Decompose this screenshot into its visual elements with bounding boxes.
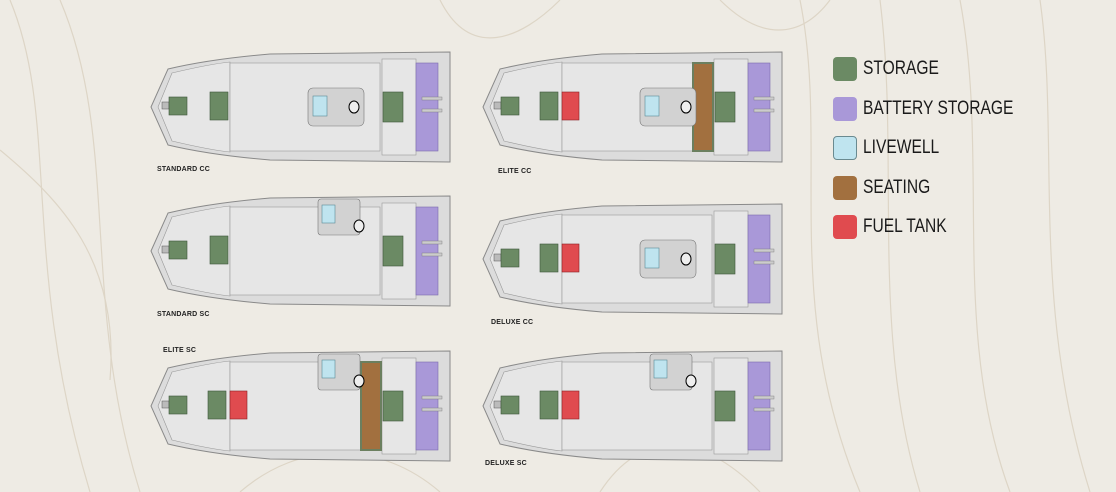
- legend: STORAGE BATTERY STORAGE LIVEWELL SEATING…: [833, 56, 1046, 254]
- fuel-tank: [561, 390, 580, 420]
- boat-model-label: STANDARD CC: [157, 166, 211, 173]
- legend-label: LIVEWELL: [863, 137, 940, 158]
- boat-hull: [482, 203, 783, 315]
- storage-front-2: [207, 390, 227, 420]
- battery-storage: [415, 62, 439, 152]
- storage-front-2: [539, 390, 559, 420]
- steering-wheel-icon: [348, 100, 360, 114]
- livewell: [321, 359, 336, 379]
- legend-item-livewell: LIVEWELL: [833, 135, 1046, 161]
- fuel-tank: [561, 243, 580, 273]
- boat-model-label: DELUXE CC: [491, 319, 534, 326]
- legend-label: STORAGE: [863, 58, 939, 79]
- bow-eye: [493, 400, 502, 409]
- motor-mount: [421, 252, 443, 257]
- legend-swatch: [833, 136, 857, 160]
- boat-hull: [150, 195, 451, 307]
- battery-storage: [415, 206, 439, 296]
- storage-front: [500, 248, 520, 268]
- legend-swatch: [833, 175, 857, 200]
- steering-wheel-icon: [680, 100, 692, 114]
- livewell: [644, 95, 660, 117]
- boat-diagram: [150, 195, 452, 307]
- legend-label: BATTERY STORAGE: [863, 97, 1014, 119]
- storage-front-2: [209, 91, 229, 121]
- motor-mount: [421, 108, 443, 113]
- storage-rear: [382, 91, 404, 123]
- motor-mount: [421, 240, 443, 245]
- storage-front-2: [539, 243, 559, 273]
- battery-storage: [747, 214, 771, 304]
- legend-label: FUEL TANK: [863, 216, 947, 237]
- steering-wheel-icon: [353, 374, 365, 388]
- bow-eye: [493, 101, 502, 110]
- bow-eye: [161, 400, 170, 409]
- boat-diagram: [482, 350, 784, 462]
- livewell: [644, 247, 660, 269]
- battery-storage: [747, 361, 771, 451]
- legend-swatch: [833, 96, 857, 121]
- motor-mount: [753, 260, 775, 265]
- legend-item-seating: SEATING: [833, 175, 1046, 201]
- boat-hull: [482, 51, 783, 163]
- battery-storage: [747, 62, 771, 152]
- motor-mount: [421, 395, 443, 400]
- boat-diagram: [150, 350, 452, 462]
- boat-hull: [150, 350, 451, 462]
- storage-rear: [714, 390, 736, 422]
- motor-mount: [753, 248, 775, 253]
- boat-hull: [150, 51, 451, 163]
- motor-mount: [753, 395, 775, 400]
- steering-wheel-icon: [685, 374, 697, 388]
- legend-swatch: [833, 215, 857, 239]
- boat-model-label: ELITE CC: [498, 168, 532, 175]
- motor-mount: [753, 108, 775, 113]
- legend-item-battery-storage: BATTERY STORAGE: [833, 96, 1046, 122]
- storage-rear: [382, 235, 404, 267]
- storage-front: [168, 96, 188, 116]
- seating-bench: [360, 361, 382, 451]
- boat-model-label: ELITE SC: [163, 347, 197, 354]
- bow-eye: [161, 101, 170, 110]
- steering-wheel-icon: [353, 219, 365, 233]
- storage-front: [168, 395, 188, 415]
- motor-mount: [753, 96, 775, 101]
- storage-front-2: [209, 235, 229, 265]
- bow-eye: [493, 253, 502, 262]
- fuel-tank: [561, 91, 580, 121]
- storage-front: [168, 240, 188, 260]
- legend-swatch: [833, 57, 857, 81]
- storage-front: [500, 96, 520, 116]
- motor-mount: [421, 96, 443, 101]
- boat-diagram: [150, 51, 452, 163]
- livewell: [653, 359, 668, 379]
- storage-front-2: [539, 91, 559, 121]
- steering-wheel-icon: [680, 252, 692, 266]
- storage-rear: [714, 243, 736, 275]
- legend-label: SEATING: [863, 176, 931, 198]
- livewell: [321, 204, 336, 224]
- boat-diagram: [482, 51, 784, 163]
- fuel-tank: [229, 390, 248, 420]
- motor-mount: [421, 407, 443, 412]
- legend-item-storage: STORAGE: [833, 56, 1046, 82]
- boat-model-label: STANDARD SC: [157, 311, 210, 318]
- storage-rear: [382, 390, 404, 422]
- boat-diagram: [482, 203, 784, 315]
- legend-item-fuel-tank: FUEL TANK: [833, 214, 1046, 240]
- livewell: [312, 95, 328, 117]
- motor-mount: [753, 407, 775, 412]
- battery-storage: [415, 361, 439, 451]
- boat-model-label: DELUXE SC: [485, 460, 527, 467]
- storage-rear: [714, 91, 736, 123]
- bow-eye: [161, 245, 170, 254]
- boat-hull: [482, 350, 783, 462]
- storage-front: [500, 395, 520, 415]
